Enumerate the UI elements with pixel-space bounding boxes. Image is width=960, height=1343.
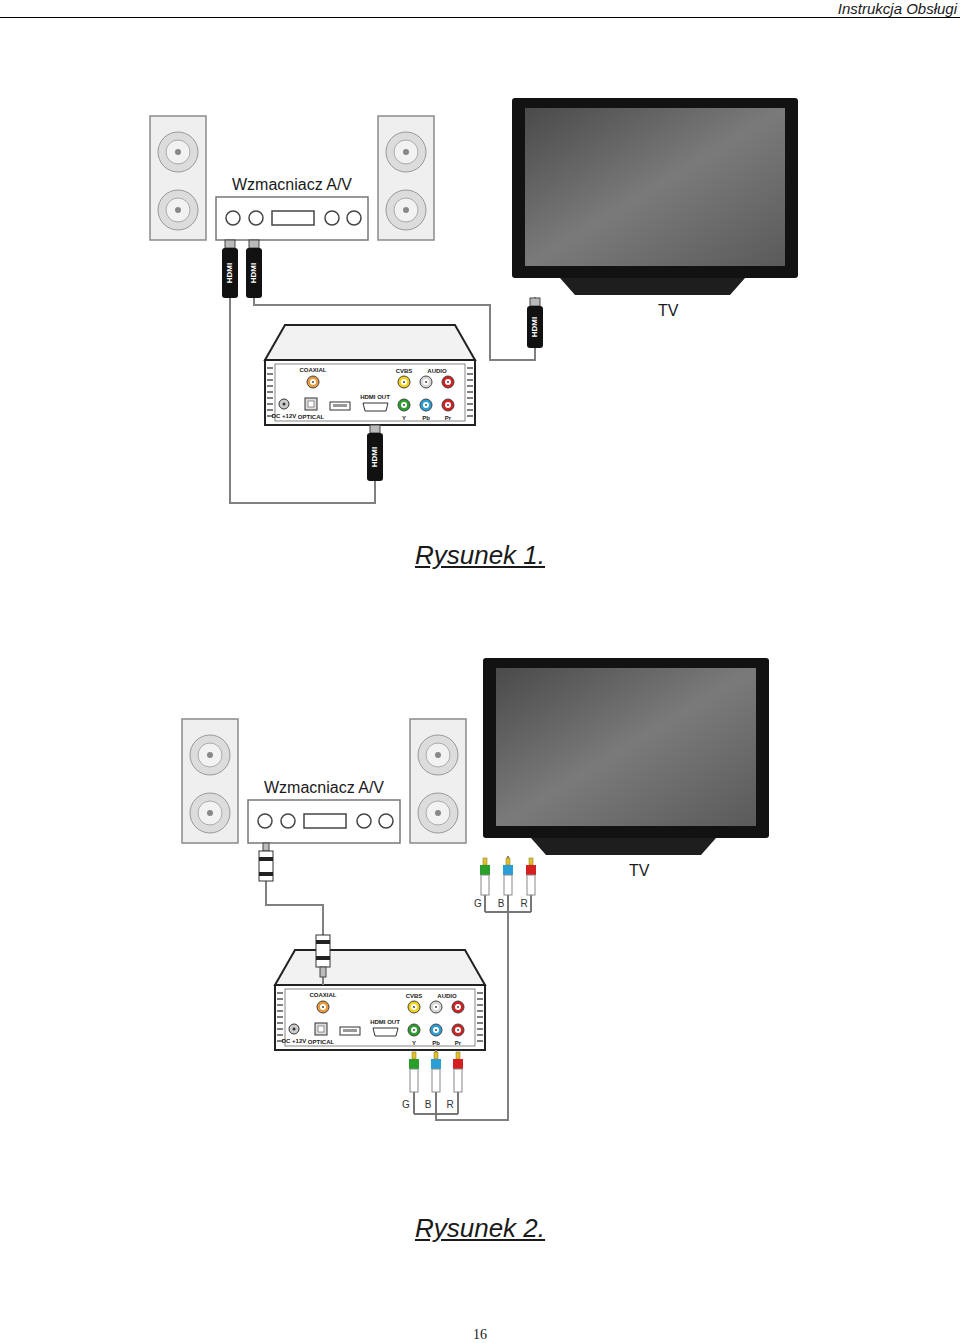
cable-color-label: B (425, 1100, 432, 1110)
receiver-panel: COAXIAL CVBS AUDIO HDMI OUT DC +12VOPTICAL Y P… (265, 360, 475, 425)
cable (266, 843, 323, 985)
tv-label: TV (629, 863, 649, 879)
receiver-panel: COAXIAL CVBS AUDIO HDMI OUT DC +12VOPTICAL Y P… (275, 985, 485, 1050)
plug-label: HDMI (531, 316, 539, 338)
figure-2-devices (182, 658, 769, 1050)
port-label: Pb (432, 1040, 440, 1046)
figure-caption: Rysunek 2. (415, 1215, 545, 1241)
amplifier-box: Wzmacniacz A/V (216, 172, 368, 240)
port-label: CVBS (406, 993, 423, 999)
component-plugs-receiver (409, 1052, 463, 1114)
port-label: Y (412, 1040, 416, 1046)
port-label: OPTICAL (308, 1039, 334, 1045)
page-header: Instrukcja Obsługi (838, 1, 957, 16)
port-label: COAXIAL (310, 992, 337, 998)
port-label: Pr (445, 415, 451, 421)
port-label: AUDIO (437, 993, 456, 999)
amplifier-label: Wzmacniacz A/V (264, 780, 384, 796)
cable (254, 240, 535, 360)
coaxial-plugs (259, 843, 330, 977)
plug-label: HDMI (250, 262, 258, 284)
tv-box: TV (512, 98, 798, 297)
component-plugs-tv (480, 858, 536, 912)
cable-color-label: G (402, 1100, 410, 1110)
page-number: 16 (473, 1328, 487, 1342)
cable (230, 240, 375, 503)
hdmi-plugs (222, 240, 543, 481)
figure-caption: Rysunek 1. (415, 542, 545, 568)
port-label: CVBS (396, 368, 413, 374)
port-label: HDMI OUT (370, 1019, 400, 1025)
cable-color-label: R (520, 899, 527, 909)
plug-label: HDMI (371, 446, 379, 468)
tv-label: TV (658, 303, 678, 319)
port-label: AUDIO (427, 368, 446, 374)
plug-label: HDMI (226, 262, 234, 284)
port-label: DC +12V (282, 1038, 307, 1044)
port-label: COAXIAL (300, 367, 327, 373)
cable-color-label: R (446, 1100, 453, 1110)
port-label: OPTICAL (298, 414, 324, 420)
amplifier-label: Wzmacniacz A/V (232, 177, 352, 193)
port-label: DC +12V (272, 413, 297, 419)
port-label: Pb (422, 415, 430, 421)
port-label: HDMI OUT (360, 394, 390, 400)
figure-1-devices (150, 98, 798, 425)
amplifier-box: Wzmacniacz A/V (248, 775, 400, 843)
cable (436, 856, 508, 1120)
port-label: Pr (455, 1040, 461, 1046)
port-label: Y (402, 415, 406, 421)
cable-color-label: B (498, 899, 505, 909)
cable-color-label: G (474, 899, 482, 909)
tv-box: TV (483, 658, 769, 856)
